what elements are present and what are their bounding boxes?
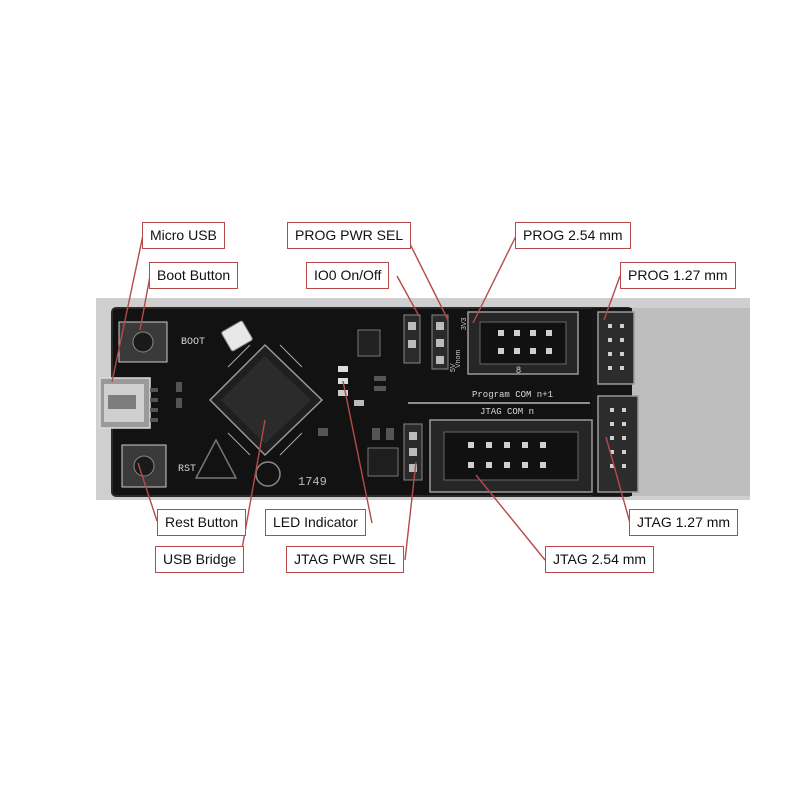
leader-usb-bridge xyxy=(239,419,266,561)
leader-micro-usb xyxy=(111,234,144,383)
callout-usb-bridge: USB Bridge xyxy=(155,546,245,573)
leader-prog-pwr-sel xyxy=(405,235,449,321)
callout-led-indicator: LED Indicator xyxy=(265,509,366,536)
passives-center xyxy=(318,376,394,440)
leader-boot-button xyxy=(139,275,151,331)
leader-io0 xyxy=(396,275,420,317)
silk-rst: RST xyxy=(178,464,196,475)
jtag-side-ic xyxy=(367,447,399,477)
callout-jtag-127: JTAG 1.27 mm xyxy=(629,509,739,536)
reset-button xyxy=(121,444,167,488)
callout-prog-pwr-sel: PROG PWR SEL xyxy=(287,222,412,249)
silk-pin-mark-prog: 8 xyxy=(516,365,521,375)
photo-background-right xyxy=(632,308,750,496)
silk-vsel-3v3: 3V3 xyxy=(461,317,468,330)
crystal xyxy=(221,320,253,352)
callout-jtag-pwr-sel: JTAG PWR SEL xyxy=(286,546,404,573)
regulator-ic xyxy=(357,329,381,357)
leader-led-indicator xyxy=(342,380,373,524)
leader-lines xyxy=(111,234,631,561)
callout-prog-127: PROG 1.27 mm xyxy=(620,262,736,289)
callout-rest-button: Rest Button xyxy=(157,509,247,536)
prog-127-header xyxy=(597,311,635,385)
esd-symbol xyxy=(194,438,238,479)
leader-prog-254 xyxy=(472,235,517,324)
jtag-254-header xyxy=(429,419,593,493)
io0-jumper xyxy=(403,314,421,364)
leader-rest-button xyxy=(137,462,158,522)
silk-vsel-5v: 5V xyxy=(450,363,457,372)
silk-boot: BOOT xyxy=(181,337,205,348)
prog-254-header xyxy=(467,311,579,375)
silk-jtag-com: JTAG COM n xyxy=(480,407,534,417)
leader-jtag-pwr-sel xyxy=(404,461,417,561)
silk-chip-marking: 1749 xyxy=(298,475,327,489)
callout-io0-on-off: IO0 On/Off xyxy=(306,262,390,289)
leader-jtag-254 xyxy=(475,474,546,561)
jtag-127-header xyxy=(597,395,639,493)
callout-prog-254: PROG 2.54 mm xyxy=(515,222,631,249)
leader-prog-127 xyxy=(603,275,621,321)
micro-usb-connector xyxy=(99,377,151,429)
boot-button xyxy=(118,321,168,363)
leader-jtag-127 xyxy=(605,436,631,524)
usb-bridge-chip xyxy=(208,343,324,457)
jtag-pwr-sel-jumper xyxy=(403,423,423,481)
callout-boot-button: Boot Button xyxy=(149,262,239,289)
callout-jtag-254: JTAG 2.54 mm xyxy=(545,546,655,573)
silk-vsel-vnom: Vnom xyxy=(455,350,462,368)
silk-program-com: Program COM n+1 xyxy=(472,390,553,400)
prog-pwr-sel-jumper xyxy=(431,314,449,370)
usb-passives xyxy=(150,382,182,422)
callout-micro-usb: Micro USB xyxy=(142,222,225,249)
